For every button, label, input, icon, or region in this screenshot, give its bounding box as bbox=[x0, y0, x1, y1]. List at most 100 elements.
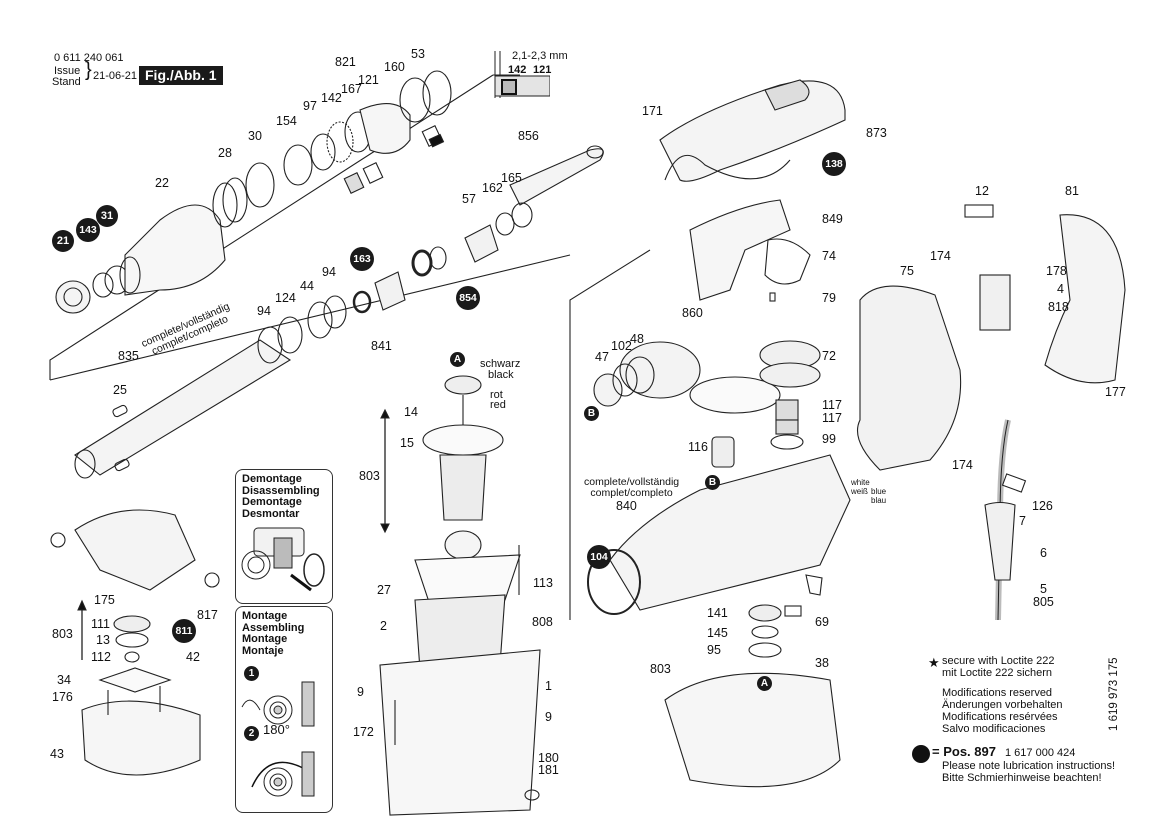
ref-letter-b: B bbox=[584, 406, 599, 421]
disassembling-line: Demontage bbox=[242, 496, 302, 508]
part-label-30: 30 bbox=[248, 129, 262, 143]
part-1-housing bbox=[379, 649, 541, 816]
note-lube-pos: = Pos. 897 bbox=[932, 744, 996, 759]
wire-label-black: black bbox=[488, 369, 514, 381]
part-165 bbox=[511, 202, 533, 228]
complete-line2: complet/completo bbox=[590, 487, 673, 499]
disassembling-title: Demontage Disassembling Demontage Desmon… bbox=[236, 470, 332, 520]
part-label-94: 94 bbox=[322, 265, 336, 279]
note-mod-fr: Modifications resérvées bbox=[942, 711, 1058, 723]
part-label-180: 180 bbox=[538, 751, 559, 765]
part-label-104: 104 bbox=[587, 545, 611, 569]
assembling-line: Assembling bbox=[242, 621, 305, 634]
part-label-75: 75 bbox=[900, 264, 914, 278]
ref-letter-b: B bbox=[705, 475, 720, 490]
ref-letter-a: A bbox=[757, 676, 772, 691]
part-label-840: 840 bbox=[616, 499, 637, 513]
part-label-177: 177 bbox=[1105, 385, 1126, 399]
part-label-94: 94 bbox=[257, 304, 271, 318]
part-124 bbox=[277, 316, 303, 354]
part-label-48: 48 bbox=[630, 332, 644, 346]
part-label-112: 112 bbox=[91, 650, 111, 664]
wire-label-red: red bbox=[490, 399, 506, 411]
part-label-808: 808 bbox=[532, 615, 553, 629]
part-label-178: 178 bbox=[1046, 264, 1067, 278]
disassembling-line: Disassembling bbox=[242, 484, 320, 497]
part-30 bbox=[245, 162, 275, 208]
part-label-74: 74 bbox=[822, 249, 836, 263]
part-163-ring bbox=[352, 290, 372, 314]
part-75 bbox=[856, 285, 962, 471]
part-label-181: 181 bbox=[538, 763, 559, 777]
part-138-seal bbox=[664, 155, 791, 181]
part-142 bbox=[326, 121, 354, 163]
part-15-armature bbox=[439, 454, 487, 521]
part-label-165: 165 bbox=[501, 171, 522, 185]
disassembling-line: Desmontar bbox=[242, 507, 300, 520]
part-label-72: 72 bbox=[822, 349, 836, 363]
part-label-111: 111 bbox=[91, 617, 111, 631]
part-label-803: 803 bbox=[650, 662, 671, 676]
part-label-27: 27 bbox=[377, 583, 391, 597]
disassembling-box: Demontage Disassembling Demontage Desmon… bbox=[235, 469, 333, 604]
wire-label-blue: blue bbox=[871, 487, 887, 496]
part-48 bbox=[625, 356, 655, 394]
part-label-811: 811 bbox=[172, 619, 196, 643]
part-label-13: 13 bbox=[96, 633, 110, 647]
part-label-142: 142 bbox=[321, 91, 342, 105]
rotation-angle: 180° bbox=[263, 722, 290, 737]
lubrication-dot-icon bbox=[912, 745, 930, 763]
assembling-line: Montaje bbox=[242, 644, 284, 657]
disassembling-illustration bbox=[241, 527, 325, 592]
part-28 bbox=[212, 182, 238, 228]
part-label-176: 176 bbox=[52, 690, 73, 704]
part-label-856: 856 bbox=[518, 129, 539, 143]
part-label-7: 7 bbox=[1019, 514, 1026, 528]
part-label-835: 835 bbox=[118, 349, 139, 363]
part-141 bbox=[748, 604, 782, 622]
part-label-171: 171 bbox=[642, 104, 663, 118]
part-label-805: 805 bbox=[1033, 595, 1054, 609]
ref-letter-a: A bbox=[450, 352, 465, 367]
part-47 bbox=[593, 373, 623, 407]
figure-label: Fig./Abb. 1 bbox=[139, 66, 223, 85]
part-42-brush-holder bbox=[74, 509, 196, 591]
part-111 bbox=[113, 615, 151, 633]
part-label-31: 31 bbox=[96, 205, 118, 227]
step-1-badge: 1 bbox=[244, 666, 259, 681]
part-97 bbox=[310, 133, 336, 171]
part-label-97: 97 bbox=[303, 99, 317, 113]
part-fan bbox=[422, 424, 504, 456]
part-label-95: 95 bbox=[707, 643, 721, 657]
part-160 bbox=[399, 77, 431, 123]
wire-label-weiss: weiß bbox=[851, 487, 868, 496]
part-117-needle bbox=[775, 399, 799, 421]
wire-label-schwarz: schwarz bbox=[480, 358, 521, 370]
part-43-cover bbox=[81, 700, 201, 776]
part-label-14: 14 bbox=[404, 405, 418, 419]
part-22 bbox=[124, 204, 226, 296]
part-label-175: 175 bbox=[94, 593, 115, 607]
inset-label-142: 142 bbox=[508, 64, 527, 76]
part-gear-large bbox=[689, 376, 781, 414]
issue-label: Issue bbox=[54, 65, 81, 77]
part-label-138: 138 bbox=[822, 152, 846, 176]
part-21 bbox=[55, 280, 91, 314]
part-label-22: 22 bbox=[155, 176, 169, 190]
part-number: 0 611 240 061 bbox=[54, 52, 124, 64]
part-102 bbox=[612, 363, 638, 397]
part-label-113: 113 bbox=[533, 576, 553, 590]
part-label-841: 841 bbox=[371, 339, 392, 353]
part-860-gear bbox=[619, 341, 701, 399]
part-label-141: 141 bbox=[707, 606, 728, 620]
wire-label-blau: blau bbox=[871, 496, 887, 505]
part-label-160: 160 bbox=[384, 60, 405, 74]
assembling-box: Montage Assembling Montage Montaje 1 2 1… bbox=[235, 606, 333, 813]
part-873 bbox=[659, 80, 846, 182]
part-162 bbox=[495, 212, 515, 236]
part-7-clamp bbox=[1001, 473, 1027, 493]
part-label-154: 154 bbox=[276, 114, 297, 128]
part-label-117: 117 bbox=[822, 398, 842, 412]
